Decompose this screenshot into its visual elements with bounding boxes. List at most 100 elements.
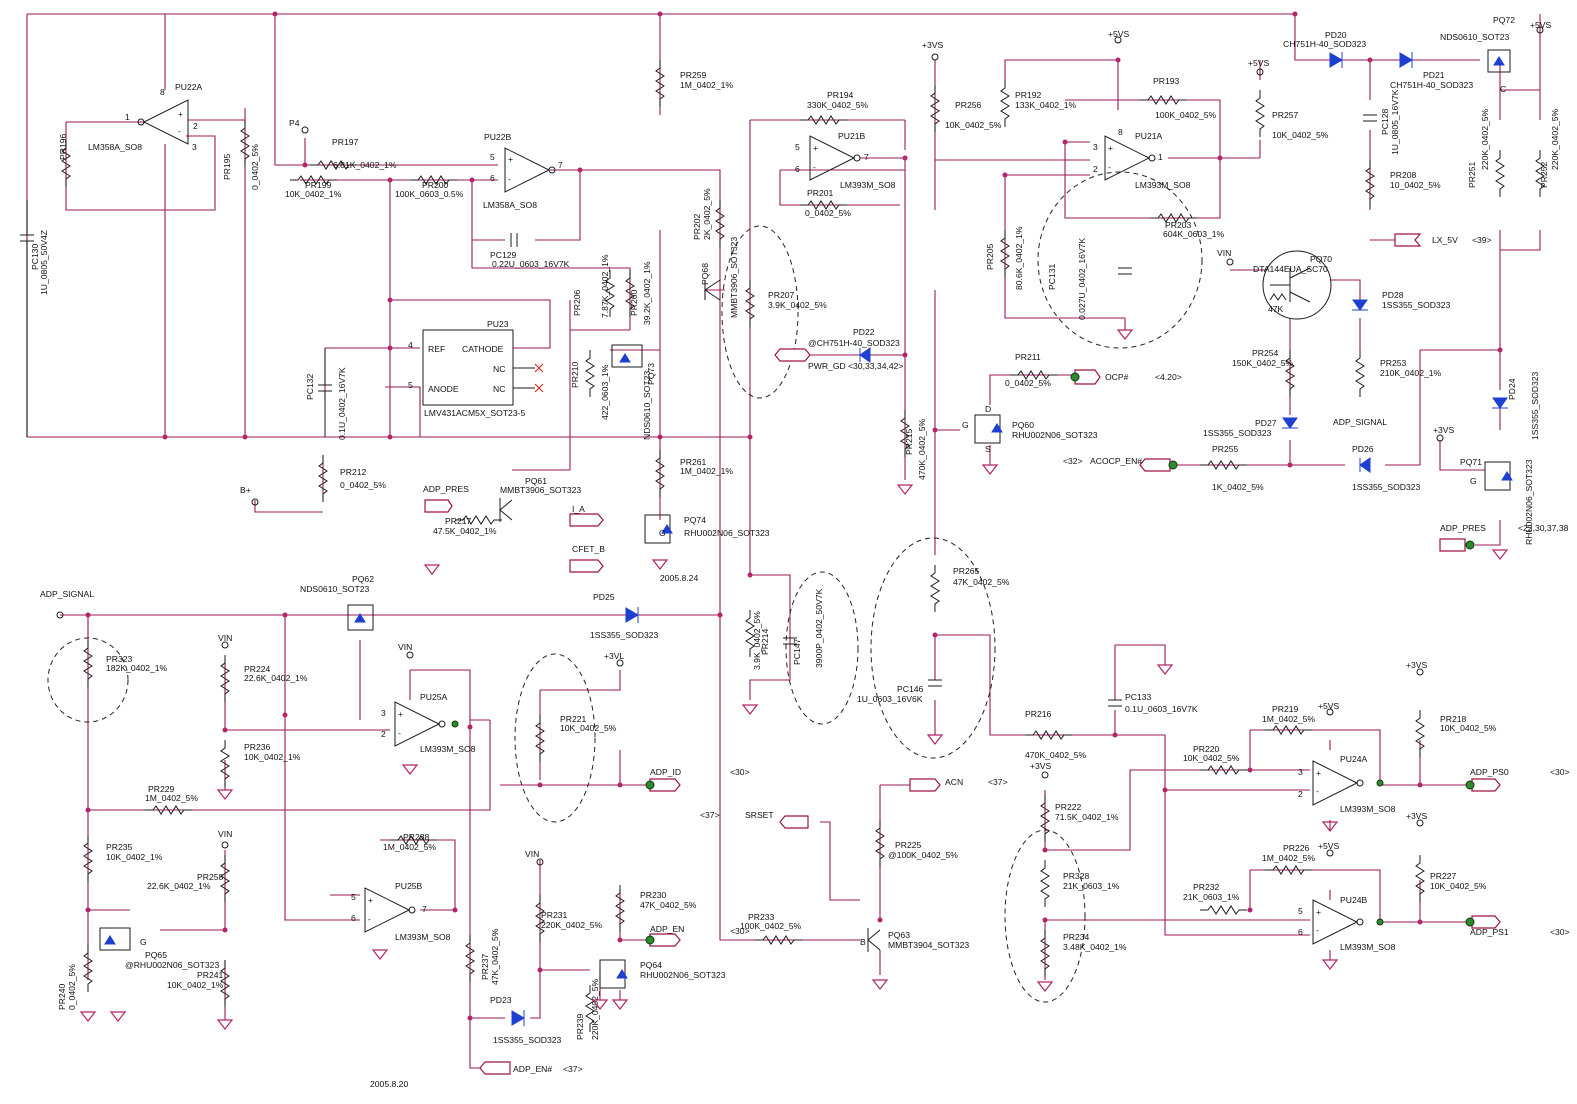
svg-text:PR253: PR253 [1380, 358, 1406, 368]
svg-text:+: + [368, 895, 373, 905]
svg-text:+3VS: +3VS [1406, 811, 1428, 821]
svg-text:22.6K_0402_1%: 22.6K_0402_1% [244, 673, 308, 683]
net-labels: P4 B+ +3VS +5VS +5VS +5VS VIN LX_5V <39>… [40, 20, 1570, 1089]
svg-text:PC147: PC147 [792, 639, 802, 665]
svg-text:+3VL: +3VL [604, 651, 625, 661]
svg-text:PR202: PR202 [692, 214, 702, 240]
svg-text:7: 7 [558, 160, 563, 170]
svg-text:3.9K_0402_5%: 3.9K_0402_5% [768, 300, 827, 310]
svg-text:PR236: PR236 [244, 742, 270, 752]
svg-text:10K_0402_5%: 10K_0402_5% [560, 723, 617, 733]
svg-text:ADP_PS0: ADP_PS0 [1470, 767, 1509, 777]
svg-text:1: 1 [1158, 152, 1163, 162]
svg-text:-: - [178, 126, 181, 136]
svg-text:2: 2 [1298, 789, 1303, 799]
svg-text:182K_0402_1%: 182K_0402_1% [106, 663, 168, 673]
svg-text:10K_0402_5%: 10K_0402_5% [945, 120, 1002, 130]
svg-text:PR259: PR259 [680, 70, 706, 80]
svg-text:PR212: PR212 [340, 467, 366, 477]
svg-text:PR224: PR224 [244, 664, 270, 674]
svg-text:PD25: PD25 [593, 592, 615, 602]
svg-text:+: + [508, 154, 513, 164]
svg-text:PR254: PR254 [1252, 348, 1278, 358]
svg-text:PR203: PR203 [1165, 220, 1191, 230]
svg-text:5: 5 [408, 380, 413, 390]
svg-text:220K_0402_5%: 220K_0402_5% [1550, 108, 1560, 170]
opamp-pu22a: PU22A LM358A_SO8 +- [88, 82, 202, 152]
svg-text:PQ62: PQ62 [352, 574, 374, 584]
svg-text:PR200: PR200 [422, 180, 448, 190]
svg-text:PR231: PR231 [541, 910, 567, 920]
opamp-pu24b: PU24B LM393M_SO8 +- [1312, 895, 1396, 952]
svg-text:CH751H-40_SOD323: CH751H-40_SOD323 [1283, 39, 1366, 49]
svg-text:PR222: PR222 [1055, 802, 1081, 812]
svg-text:LX_5V: LX_5V [1432, 235, 1458, 245]
svg-text:NC: NC [493, 364, 505, 374]
svg-text:8: 8 [160, 87, 165, 97]
svg-text:220K_0402_5%: 220K_0402_5% [541, 920, 603, 930]
svg-text:0.1U_0603_16V7K: 0.1U_0603_16V7K [1125, 704, 1198, 714]
svg-text:2005.8.20: 2005.8.20 [370, 1079, 408, 1089]
svg-text:1SS355_SOD323: 1SS355_SOD323 [493, 1035, 562, 1045]
svg-text:10K_0402_5%: 10K_0402_5% [1183, 753, 1240, 763]
svg-text:@CH751H-40_SOD323: @CH751H-40_SOD323 [808, 338, 900, 348]
svg-text:RHU002N06_SOT323: RHU002N06_SOT323 [1012, 430, 1098, 440]
svg-text:-: - [398, 728, 401, 738]
svg-text:ADP_SIGNAL: ADP_SIGNAL [1333, 417, 1387, 427]
svg-text:<37>: <37> [563, 1064, 583, 1074]
svg-text:PC132: PC132 [305, 374, 315, 400]
svg-text:REF: REF [428, 344, 445, 354]
svg-text:0_0402_5%: 0_0402_5% [340, 480, 386, 490]
svg-text:PR221: PR221 [560, 714, 586, 724]
svg-text:+: + [178, 109, 183, 119]
svg-text:+: + [1316, 907, 1321, 917]
svg-text:<37>: <37> [700, 810, 720, 820]
svg-text:39.2K_0402_1%: 39.2K_0402_1% [642, 261, 652, 325]
svg-text:0.22U_0603_16V7K: 0.22U_0603_16V7K [492, 259, 570, 269]
svg-text:PR241: PR241 [197, 970, 223, 980]
svg-text:PR207: PR207 [768, 290, 794, 300]
svg-text:VIN: VIN [525, 849, 539, 859]
svg-text:PU24A: PU24A [1340, 754, 1367, 764]
shunt-reference-pu23: PU23 REF CATHODE ANODE NC NC LMV431ACM5X… [422, 319, 544, 418]
svg-text:10K_0402_1%: 10K_0402_1% [106, 852, 163, 862]
svg-text:1: 1 [125, 112, 130, 122]
svg-text:1SS355_SOD323: 1SS355_SOD323 [1352, 482, 1421, 492]
svg-text:PR238: PR238 [403, 832, 429, 842]
svg-text:47K: 47K [1268, 304, 1284, 314]
svg-text:-: - [368, 914, 371, 924]
svg-text:7: 7 [422, 904, 427, 914]
svg-text:G: G [659, 528, 666, 538]
svg-text:VIN: VIN [1217, 248, 1231, 258]
svg-text:47K_0402_5%: 47K_0402_5% [490, 928, 500, 985]
svg-text:PR235: PR235 [106, 842, 132, 852]
svg-text:VIN: VIN [218, 633, 232, 643]
svg-text:VIN: VIN [218, 829, 232, 839]
svg-text:PR230: PR230 [640, 890, 666, 900]
svg-text:LM393M_SO8: LM393M_SO8 [1135, 180, 1191, 190]
svg-text:G: G [962, 420, 969, 430]
svg-text:P4: P4 [289, 118, 300, 128]
svg-text:PD28: PD28 [1382, 290, 1404, 300]
svg-text:RHU002N06_SOT323: RHU002N06_SOT323 [684, 528, 770, 538]
svg-text:C: C [1500, 84, 1506, 94]
svg-text:+5VS: +5VS [1108, 29, 1130, 39]
svg-text:+3VS: +3VS [1433, 425, 1455, 435]
power-rails [56, 26, 1544, 866]
svg-text:5: 5 [351, 892, 356, 902]
svg-text:PU23: PU23 [487, 319, 509, 329]
svg-text:PQ72: PQ72 [1493, 15, 1515, 25]
svg-text:PR208: PR208 [1390, 170, 1416, 180]
svg-text:<30,33,34,42>: <30,33,34,42> [848, 361, 903, 371]
svg-text:PR210: PR210 [570, 362, 580, 388]
svg-text:PR194: PR194 [827, 90, 853, 100]
svg-text:+3VS: +3VS [922, 40, 944, 50]
svg-text:PU22B: PU22B [484, 132, 511, 142]
svg-text:PQ68: PQ68 [700, 263, 710, 285]
svg-text:RHU002N06_SOT323: RHU002N06_SOT323 [1524, 459, 1534, 545]
svg-text:+: + [813, 143, 818, 153]
svg-text:B: B [860, 937, 866, 947]
